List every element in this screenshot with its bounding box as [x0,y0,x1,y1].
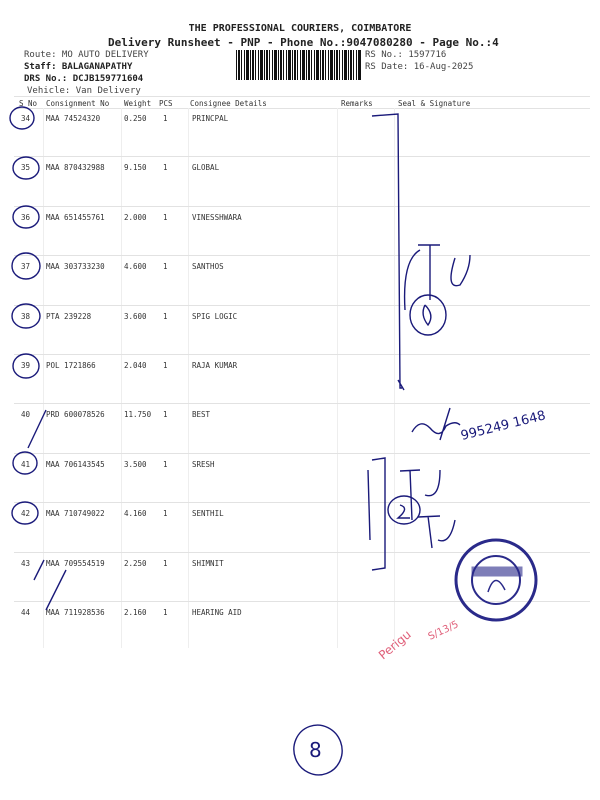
row-weight: 3.500 [124,459,147,469]
row-pcs: 1 [163,163,168,173]
row-weight: 0.250 [124,114,147,123]
svg-text:995249 1648: 995249 1648 [459,408,547,444]
staff: Staff: BALAGANAPATHY [24,62,133,72]
row-consignment: POL 1721866 [46,361,96,370]
row-weight: 2.250 [124,558,147,568]
row-consignment: MAA 303733230 [46,262,105,272]
row-sno: 40 [21,410,31,420]
runsheet-subtitle: Delivery Runsheet - PNP - Phone No.:9047… [108,36,499,49]
svg-text:8: 8 [309,738,322,762]
row-sno: 42 [21,509,31,519]
row-pcs: 1 [163,459,168,469]
row-divider [14,502,590,504]
row-weight: 9.150 [124,163,147,173]
row-consignee: SPIG LOGIC [192,311,238,321]
col-pcs: PCS [159,99,173,108]
row-pcs: 1 [163,311,168,321]
row-consignee: SANTHOS [192,262,224,272]
row-consignee: HEARING AID [192,608,242,617]
vehicle: Vehicle: Van Delivery [27,86,141,96]
row-pcs: 1 [163,262,168,272]
row-sno: 41 [21,459,31,469]
row-weight: 4.160 [124,509,147,519]
rs-date: RS Date: 16-Aug-2025 [365,62,474,72]
row-sno: 39 [21,361,31,370]
row-consignment: MAA 706143545 [46,459,105,469]
row-weight: 2.000 [124,212,147,222]
row-pcs: 1 [163,212,168,222]
col-remarks: Remarks [341,99,373,108]
row-pcs: 1 [163,114,168,123]
rs-number: RS No.: 1597716 [365,50,447,60]
row-consignment: PTA 239228 [46,311,92,321]
row-sno: 43 [21,558,31,568]
drs-number: DRS No.: DCJB159771604 [24,74,144,84]
row-divider [14,156,590,158]
row-divider [14,304,590,306]
row-consignee: SENTHIL [192,509,224,519]
row-consignee: SHIMNIT [192,558,224,568]
svg-text:S/13/5: S/13/5 [427,619,461,643]
col-seal-signature: Seal & Signature [398,99,471,108]
row-consignment: MAA 74524320 [46,114,101,123]
row-divider [14,452,590,454]
col-consignee: Consignee Details [190,99,267,108]
row-consignee: SRESH [192,459,215,469]
row-consignee: GLOBAL [192,163,220,173]
row-consignment: MAA 651455761 [46,212,105,222]
row-consignment: MAA 711928536 [46,608,105,617]
row-pcs: 1 [163,509,168,519]
row-weight: 2.040 [124,361,147,370]
route: Route: MO AUTO DELIVERY [24,50,149,60]
row-pcs: 1 [163,410,168,420]
row-pcs: 1 [163,361,168,370]
row-sno: 34 [21,114,31,123]
row-sno: 38 [21,311,31,321]
row-sno: 44 [21,608,31,617]
row-weight: 2.160 [124,608,147,617]
col-sno: S No [19,99,38,108]
row-divider [14,255,590,257]
col-consignment: Consignment No [46,99,110,108]
row-weight: 11.750 [124,410,152,420]
row-consignee: BEST [192,410,211,420]
row-consignment: MAA 709554519 [46,558,105,568]
row-weight: 3.600 [124,311,147,321]
row-sno: 36 [21,212,31,222]
company-title: THE PROFESSIONAL COURIERS, COIMBATORE [188,23,412,34]
row-divider [14,205,590,207]
row-sno: 37 [21,262,31,272]
row-sno: 35 [21,163,31,173]
row-weight: 4.600 [124,262,147,272]
row-pcs: 1 [163,608,168,617]
row-divider [14,403,590,405]
row-consignee: VINESSHWARA [192,212,242,222]
row-pcs: 1 [163,558,168,568]
row-consignment: PRD 600078526 [46,410,105,420]
row-divider [14,601,590,602]
col-weight: Weight [124,99,152,108]
row-divider [14,354,590,355]
row-consignment: MAA 870432988 [46,163,105,173]
barcode [236,50,362,80]
row-consignment: MAA 710749022 [46,509,105,519]
row-consignee: RAJA KUMAR [192,361,238,370]
row-divider [14,551,590,553]
row-consignee: PRINCPAL [192,114,229,123]
